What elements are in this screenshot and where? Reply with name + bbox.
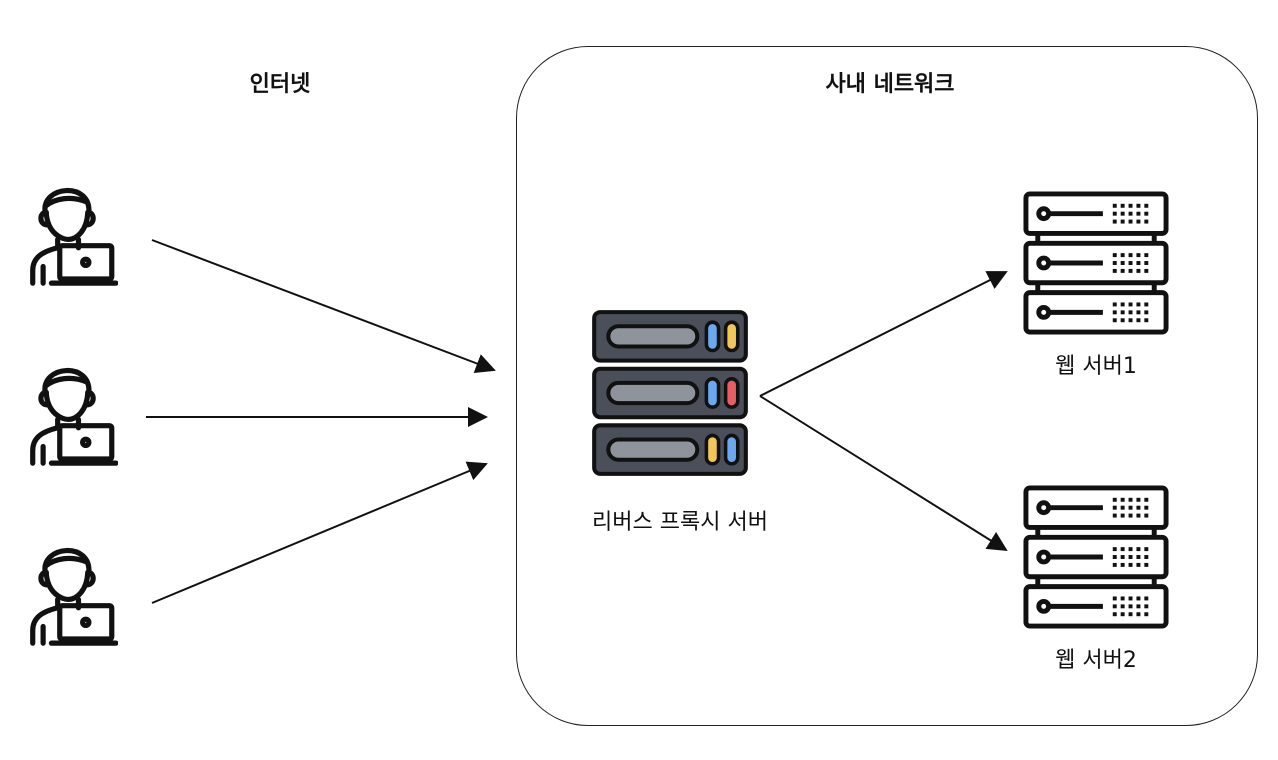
web-server-1-label: 웹 서버1 <box>1055 354 1137 379</box>
internal-network-boundary <box>516 46 1258 726</box>
client1-to-proxy-arrow <box>151 239 496 373</box>
internal-network-zone-title: 사내 네트워크 <box>825 72 955 97</box>
web-server-2-icon <box>1026 488 1166 626</box>
web-server-2-label: 웹 서버2 <box>1055 648 1137 673</box>
web-server-1-icon <box>1026 194 1166 332</box>
internet-zone-title: 인터넷 <box>249 72 311 97</box>
proxy-to-web1-arrow <box>759 271 1008 397</box>
reverse-proxy-label: 리버스 프록시 서버 <box>592 510 768 535</box>
client-user-icon-3 <box>33 551 116 644</box>
client-user-icon-2 <box>33 371 116 464</box>
client-user-icon-1 <box>33 191 116 284</box>
reverse-proxy-server-icon <box>594 312 746 474</box>
proxy-to-web2-arrow <box>759 395 1008 552</box>
client3-to-proxy-arrow <box>151 461 488 604</box>
